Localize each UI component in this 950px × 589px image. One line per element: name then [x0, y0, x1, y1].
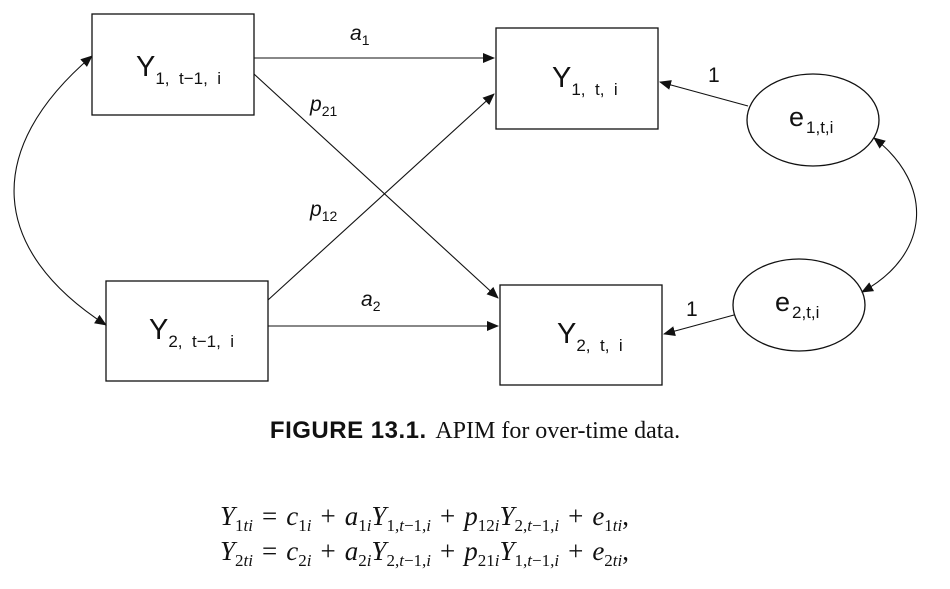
path-p12-sub: 12 — [322, 208, 338, 224]
node-y2-prev-sub: 2, t−1, i — [168, 332, 234, 351]
node-y1-curr-sub: 1, t, i — [571, 80, 617, 99]
equation-1: Y1ti=c1i+a1iY1,t−1,i+p12iY2,t−1,i+e1ti, — [220, 501, 920, 535]
path-p12-label: p12 — [309, 198, 337, 224]
node-y2-curr-label: Y2, t, i — [557, 318, 623, 355]
eq2-equals: = — [262, 536, 278, 566]
eq2-op-3: + — [568, 536, 584, 566]
path-a2-label: a2 — [361, 288, 381, 314]
node-y1-prev-box — [91, 13, 255, 116]
eq1-term-2-coef-sub: 12i — [477, 516, 500, 535]
eq2-term-2-var-sub: 1,t−1,i — [514, 551, 560, 570]
eq2-term-1-coef: a — [344, 536, 359, 566]
path-p21-sub: 21 — [322, 103, 338, 119]
node-y2-curr-box — [499, 284, 663, 386]
eq1-term-2-var-sub: 2,t−1,i — [514, 516, 560, 535]
eq2-lhs-sub: 2ti — [235, 551, 253, 570]
figure-caption: FIGURE 13.1. APIM for over-time data. — [0, 417, 950, 445]
eq2-term-2-coef-sub: 21i — [477, 551, 500, 570]
eq2-term-0: c2i — [286, 536, 311, 570]
error-e2-main: e — [775, 287, 790, 317]
error-e2-sub: 2,t,i — [792, 303, 819, 322]
eq2-term-1: a2iY2,t−1,i — [344, 536, 431, 570]
eq1-term-0-coef-sub: 1i — [298, 516, 312, 535]
eq2-term-3-coef-sub: 2ti — [604, 551, 623, 570]
eq1-term-3-coef-sub: 1ti — [604, 516, 623, 535]
error-e1-ellipse — [746, 73, 880, 167]
path-a1-label: a1 — [350, 22, 370, 48]
error-e1-main: e — [789, 102, 804, 132]
eq1-lhs-sub: 1ti — [235, 516, 253, 535]
eq1-term-1-coef-sub: 1i — [358, 516, 372, 535]
eq2-term-2-coef: p — [464, 536, 478, 566]
node-y2-curr-main: Y — [557, 318, 576, 350]
eq1-term-2-coef: p — [464, 501, 478, 531]
covariance-e-arc — [861, 137, 918, 293]
loading-e2-label: 1 — [686, 298, 698, 321]
figure-caption-text: APIM for over-time data. — [435, 418, 681, 444]
eq1-term-0: c1i — [286, 501, 311, 535]
path-p12-main: p — [309, 198, 322, 221]
eq1-term-2: p12iY2,t−1,i — [464, 501, 559, 535]
eq1-op-3: + — [568, 501, 584, 531]
path-p12-arrow — [267, 93, 495, 301]
eq2-op-1: + — [320, 536, 336, 566]
eq1-term-1-var-sub: 1,t−1,i — [386, 516, 432, 535]
eq2-term-0-coef: c — [286, 536, 299, 566]
error-e1-sub: 1,t,i — [806, 118, 833, 137]
eq2-lhs: Y2ti — [220, 536, 253, 570]
eq1-term-1-var: Y — [371, 501, 387, 531]
node-y1-prev-sub: 1, t−1, i — [155, 69, 221, 88]
eq1-term-3: e1ti — [592, 501, 622, 535]
path-a2-sub: 2 — [373, 298, 381, 314]
eq1-lhs: Y1ti — [220, 501, 253, 535]
eq1-term-3-coef: e — [592, 501, 605, 531]
eq1-op-2: + — [440, 501, 456, 531]
node-y1-curr-box — [495, 27, 659, 130]
path-a1-main: a — [350, 22, 362, 45]
error-e2-ellipse — [732, 258, 866, 352]
path-p21-arrow — [253, 73, 499, 299]
eq2-term-2-var: Y — [499, 536, 515, 566]
eq1-equals: = — [262, 501, 278, 531]
eq2-term-3: e2ti — [592, 536, 622, 570]
eq2-op-2: + — [440, 536, 456, 566]
eq2-term-1-coef-sub: 2i — [358, 551, 372, 570]
path-a2-main: a — [361, 288, 373, 311]
eq1-term-2-var: Y — [499, 501, 515, 531]
node-y1-curr-main: Y — [552, 62, 571, 94]
eq2-term-3-coef: e — [592, 536, 605, 566]
eq1-term-0-coef: c — [286, 501, 299, 531]
eq2-term-1-var-sub: 2,t−1,i — [386, 551, 432, 570]
node-y2-prev-label: Y2, t−1, i — [149, 314, 234, 351]
path-p21-main: p — [309, 93, 322, 116]
node-y1-curr-label: Y1, t, i — [552, 62, 618, 99]
eq1-lhs-base: Y — [220, 501, 236, 531]
apim-path-diagram: Y1, t−1, i Y2, t−1, i Y1, t, i Y2, t, i … — [13, 13, 918, 386]
covariance-y-prev-arc — [13, 55, 107, 326]
loading-e1-label: 1 — [708, 64, 720, 87]
eq2-lhs-base: Y — [220, 536, 236, 566]
eq2-term-1-var: Y — [371, 536, 387, 566]
node-y1-prev-label: Y1, t−1, i — [136, 51, 221, 88]
eq2-term-0-coef-sub: 2i — [298, 551, 312, 570]
equation-2: Y2ti=c2i+a2iY2,t−1,i+p21iY1,t−1,i+e2ti, — [220, 536, 920, 570]
node-y2-curr-sub: 2, t, i — [576, 336, 622, 355]
eq2-term-2: p21iY1,t−1,i — [464, 536, 559, 570]
node-y1-prev-main: Y — [136, 51, 155, 83]
path-e2-loading-arrow — [663, 314, 735, 336]
figure-label: FIGURE 13.1. — [269, 417, 427, 444]
eq1-term-1-coef: a — [344, 501, 359, 531]
eq2-tail: , — [622, 536, 630, 566]
path-p21-label: p21 — [309, 93, 337, 119]
eq1-term-1: a1iY1,t−1,i — [344, 501, 431, 535]
eq1-tail: , — [622, 501, 630, 531]
eq1-op-1: + — [320, 501, 336, 531]
node-y2-prev-main: Y — [149, 314, 168, 346]
node-y2-prev-box — [105, 280, 269, 382]
path-a1-sub: 1 — [362, 32, 370, 48]
path-e1-loading-arrow — [659, 80, 749, 107]
